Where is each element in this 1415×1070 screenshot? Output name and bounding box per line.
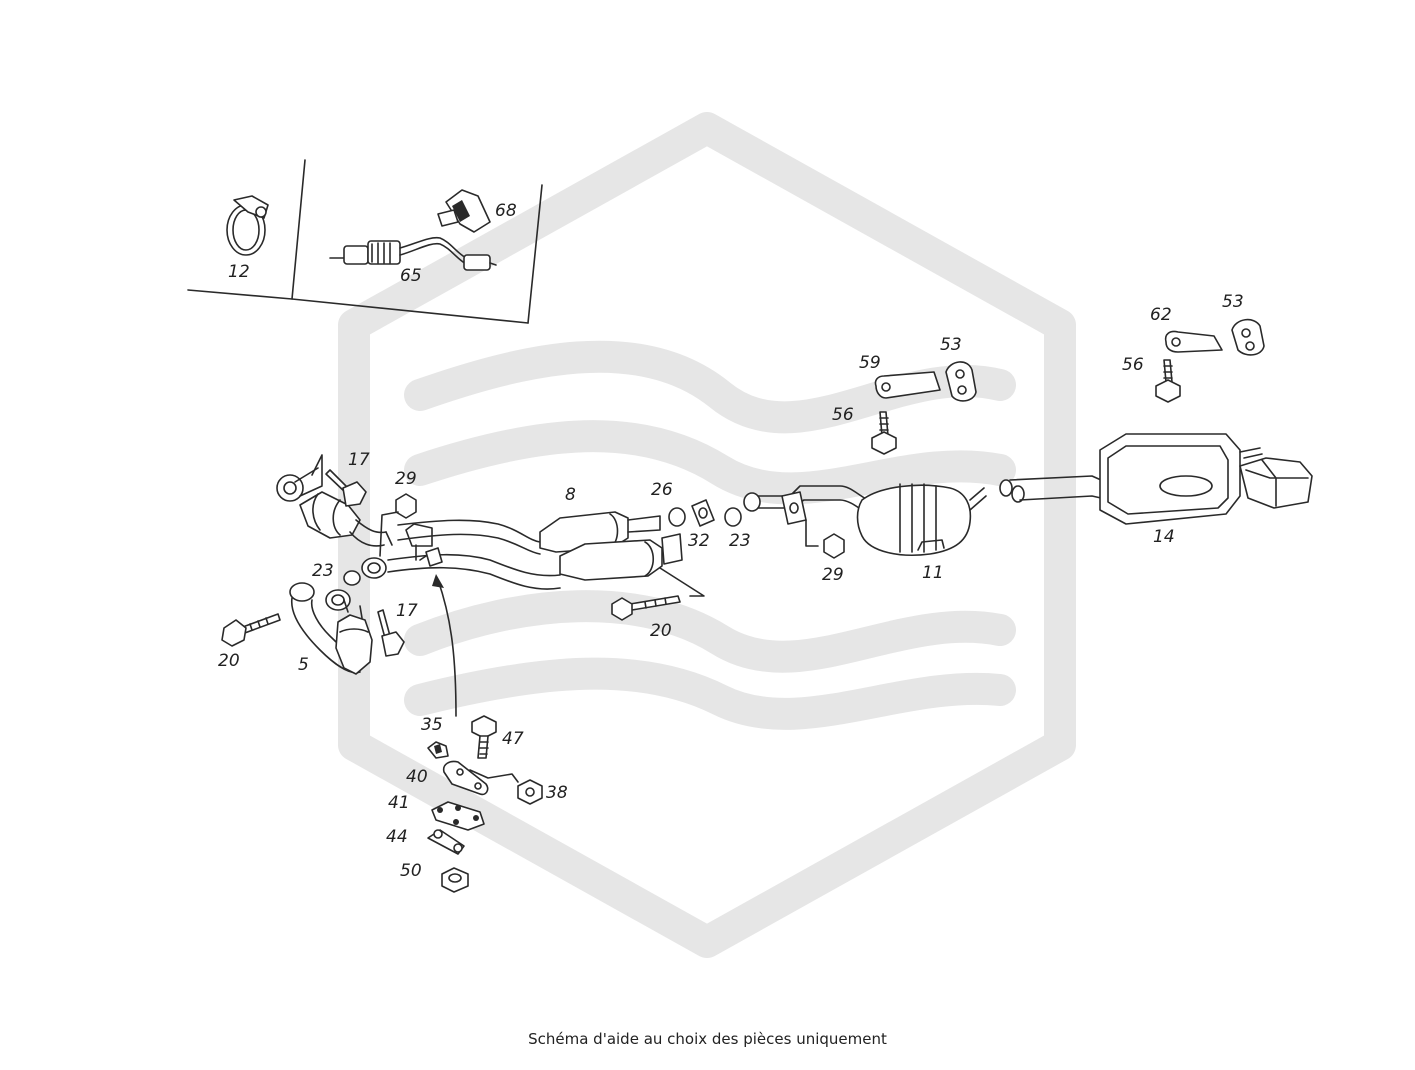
part-59-bracket[interactable]: 59 xyxy=(859,353,941,399)
part-62-bracket[interactable]: 62 xyxy=(1150,305,1223,353)
label-20-right: 20 xyxy=(650,621,672,641)
label-65: 65 xyxy=(400,266,422,286)
label-59: 59 xyxy=(859,353,881,373)
part-35-clamp[interactable] xyxy=(419,547,443,567)
part-12-clamp[interactable]: 12 xyxy=(226,195,269,282)
part-32-gasket[interactable]: 32 xyxy=(688,499,715,551)
label-53-center: 53 xyxy=(940,335,962,355)
label-38: 38 xyxy=(546,783,568,803)
part-17-bolt-lower[interactable]: 17 xyxy=(377,601,418,657)
part-11-center-muffler[interactable]: 11 xyxy=(856,483,987,583)
part-50-nut[interactable]: 50 xyxy=(400,861,469,893)
part-20-bolt-left[interactable]: 20 xyxy=(218,613,281,671)
part-44-strap[interactable]: 44 xyxy=(386,827,465,855)
part-29-nut-right[interactable]: 29 xyxy=(805,519,845,585)
label-32: 32 xyxy=(688,531,710,551)
part-center-pipe[interactable] xyxy=(743,485,869,525)
part-53-rubber-mount-rear[interactable]: 53 xyxy=(1222,292,1265,356)
label-17-upper: 17 xyxy=(348,450,370,470)
part-23-seal-ring-left[interactable]: 23 xyxy=(312,557,387,586)
part-53-rubber-mount-center[interactable]: 53 xyxy=(940,335,977,402)
part-5-lower-manifold[interactable]: 5 xyxy=(289,582,373,675)
label-14: 14 xyxy=(1153,527,1175,547)
label-35: 35 xyxy=(421,715,443,735)
label-40: 40 xyxy=(406,767,428,787)
part-47-bolt[interactable]: 47 xyxy=(471,715,524,759)
part-14-rear-muffler[interactable]: 14 xyxy=(1099,433,1313,547)
part-20-bolt-right[interactable]: 20 xyxy=(611,567,705,641)
part-38-nut[interactable]: 38 xyxy=(517,779,568,805)
part-40-bracket[interactable]: 40 xyxy=(406,760,519,796)
label-56-center: 56 xyxy=(832,405,854,425)
label-23-right: 23 xyxy=(729,531,751,551)
part-56-bolt-rear[interactable]: 56 xyxy=(1122,355,1181,403)
inset-box xyxy=(187,159,543,324)
label-47: 47 xyxy=(502,729,524,749)
part-68-connector-clip[interactable]: 68 xyxy=(437,189,517,233)
part-29-nut-upper[interactable]: 29 xyxy=(379,469,417,557)
label-41: 41 xyxy=(388,793,410,813)
label-20-left: 20 xyxy=(218,651,240,671)
label-62: 62 xyxy=(1150,305,1172,325)
part-lower-pipe-catalytic[interactable] xyxy=(387,523,683,590)
label-29-right: 29 xyxy=(822,565,844,585)
label-68: 68 xyxy=(495,201,517,221)
label-44: 44 xyxy=(386,827,408,847)
caption: Schéma d'aide au choix des pièces unique… xyxy=(528,1030,887,1048)
hexagon-logo-watermark xyxy=(338,112,1076,958)
label-50: 50 xyxy=(400,861,422,881)
label-23-left: 23 xyxy=(312,561,334,581)
part-17-bolt-upper[interactable]: 17 xyxy=(311,450,370,507)
label-11: 11 xyxy=(922,563,944,583)
label-56-rear: 56 xyxy=(1122,355,1144,375)
label-53-rear: 53 xyxy=(1222,292,1244,312)
part-26-ring[interactable]: 26 xyxy=(651,480,686,527)
label-29-upper: 29 xyxy=(395,469,417,489)
arrow-indicator xyxy=(432,574,457,717)
part-56-bolt-center[interactable]: 56 xyxy=(832,405,897,455)
part-35-clip[interactable]: 35 xyxy=(421,715,449,759)
label-5: 5 xyxy=(298,655,309,675)
label-12: 12 xyxy=(228,262,250,282)
part-65-oxygen-sensor[interactable]: 65 xyxy=(329,236,497,286)
part-23-seal-ring-right[interactable]: 23 xyxy=(724,507,751,551)
label-26: 26 xyxy=(651,480,673,500)
label-8: 8 xyxy=(565,485,576,505)
label-17-lower: 17 xyxy=(396,601,418,621)
part-41-plate[interactable]: 41 xyxy=(388,793,485,831)
